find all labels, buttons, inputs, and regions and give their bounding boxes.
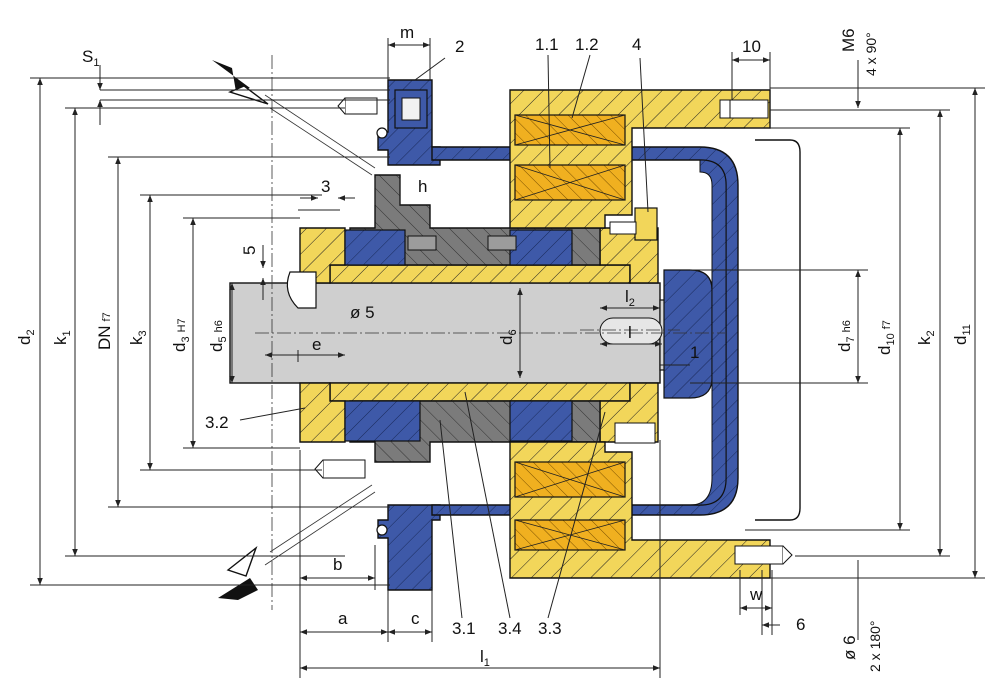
hub-screw-right — [487, 235, 517, 251]
housing-inner-wall — [663, 269, 713, 399]
label-m: m — [400, 23, 414, 42]
label-3: 3 — [321, 177, 330, 196]
o-ring-bottom — [376, 524, 388, 536]
label-k1: k1 — [51, 330, 73, 345]
label-l2: l2 — [625, 287, 635, 309]
label-part-2: 2 — [455, 37, 464, 56]
label-1: 1 — [690, 343, 699, 362]
label-part-3.3: 3.3 — [538, 619, 562, 638]
label-c: c — [411, 609, 420, 628]
o-ring-top — [376, 127, 388, 139]
label-dn: DNf7 — [95, 312, 114, 350]
coil-cross-marks — [514, 114, 626, 551]
label-d7: d7h6 — [835, 320, 857, 352]
adjust-screw-4-shank — [609, 221, 637, 235]
label-d11: d11 — [951, 324, 973, 345]
label-d3: d3H7 — [170, 318, 192, 352]
label-l: l — [628, 323, 632, 342]
label-dia-6-pattern: 2 x 180° — [867, 620, 883, 672]
friction-ring-top-right — [509, 229, 573, 266]
label-5: 5 — [240, 246, 259, 255]
label-s1: S1 — [82, 47, 99, 69]
label-d5: d5h6 — [207, 320, 229, 352]
label-part-1.2: 1.2 — [575, 35, 599, 54]
label-part-1.1: 1.1 — [535, 35, 559, 54]
sleeve-3.4-top — [329, 264, 631, 284]
label-dia-6: ø 6 — [840, 635, 859, 660]
adjust-screw-4 — [634, 207, 658, 241]
flange-2-bottom — [377, 504, 441, 591]
label-part-3.1: 3.1 — [452, 619, 476, 638]
dimension-labels: m S1 2 1.1 1.2 4 10 M6 4 x 90° d2 k1 DNf… — [15, 23, 973, 672]
label-m6: M6 — [839, 28, 858, 52]
label-k2: k2 — [915, 330, 937, 345]
flange-bolt-inner — [401, 97, 421, 121]
label-m6-pattern: 4 x 90° — [863, 32, 879, 76]
label-6: 6 — [796, 615, 805, 634]
label-l1: l1 — [480, 647, 490, 669]
label-d10: d10f7 — [875, 320, 897, 355]
oil-ducts — [264, 94, 376, 566]
label-h: h — [418, 177, 427, 196]
sleeve-3.4-bottom — [329, 382, 631, 402]
hub-screw-left — [407, 235, 437, 251]
label-b: b — [333, 555, 342, 574]
label-part-3.4: 3.4 — [498, 619, 522, 638]
fasteners — [314, 97, 793, 565]
friction-ring-top-left — [344, 229, 406, 266]
label-dia-5: ø 5 — [350, 303, 375, 322]
connection-bracket — [755, 139, 801, 521]
dimension-lines — [30, 38, 985, 678]
friction-ring-bottom-right — [509, 400, 573, 442]
housing-wall-right — [689, 159, 727, 506]
label-part-4: 4 — [632, 35, 641, 54]
lock-plug — [286, 271, 317, 309]
label-part-3.2: 3.2 — [205, 413, 229, 432]
label-k3: k3 — [127, 330, 149, 345]
label-a: a — [338, 609, 348, 628]
label-d2: d2 — [15, 329, 37, 345]
label-d6: d6 — [497, 329, 519, 345]
friction-ring-bottom-left — [344, 400, 421, 442]
label-w: w — [749, 585, 763, 604]
label-e: e — [312, 335, 321, 354]
label-10: 10 — [742, 37, 761, 56]
